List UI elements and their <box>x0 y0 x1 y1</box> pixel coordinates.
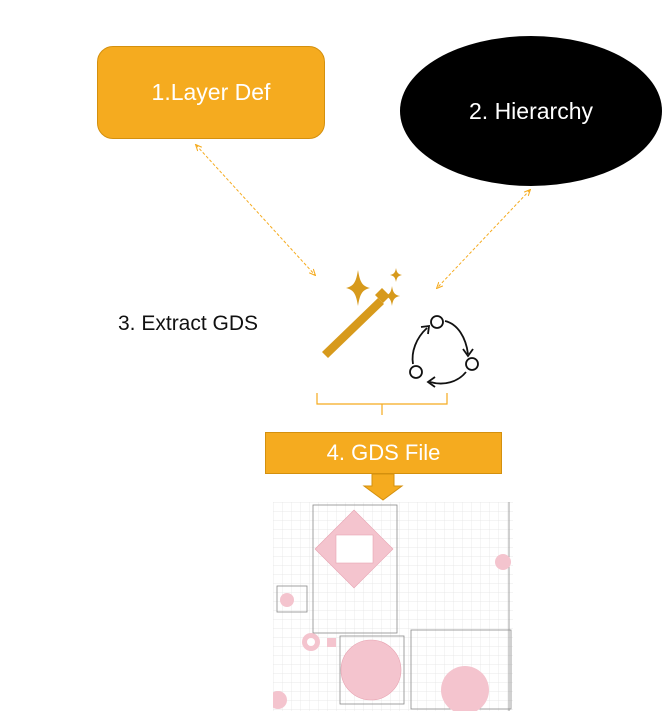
arrow-hierarchy-extract <box>437 190 530 288</box>
merge-bracket <box>316 393 448 415</box>
arrow-layerdef-extract <box>196 145 315 275</box>
gds-file-label: 4. GDS File <box>326 440 441 465</box>
cycle-arrows-icon <box>409 315 479 388</box>
gds-file-node: 4. GDS File <box>265 432 502 474</box>
down-arrow <box>362 473 404 501</box>
magic-wand-icon <box>322 268 402 358</box>
layer-def-node: 1.Layer Def <box>97 46 325 139</box>
hierarchy-node: 2. Hierarchy <box>400 36 662 186</box>
gds-layout-preview <box>273 502 513 711</box>
extract-label: 3. Extract GDS <box>118 312 259 335</box>
hierarchy-label: 2. Hierarchy <box>469 97 593 124</box>
layer-def-label: 1.Layer Def <box>151 79 271 105</box>
